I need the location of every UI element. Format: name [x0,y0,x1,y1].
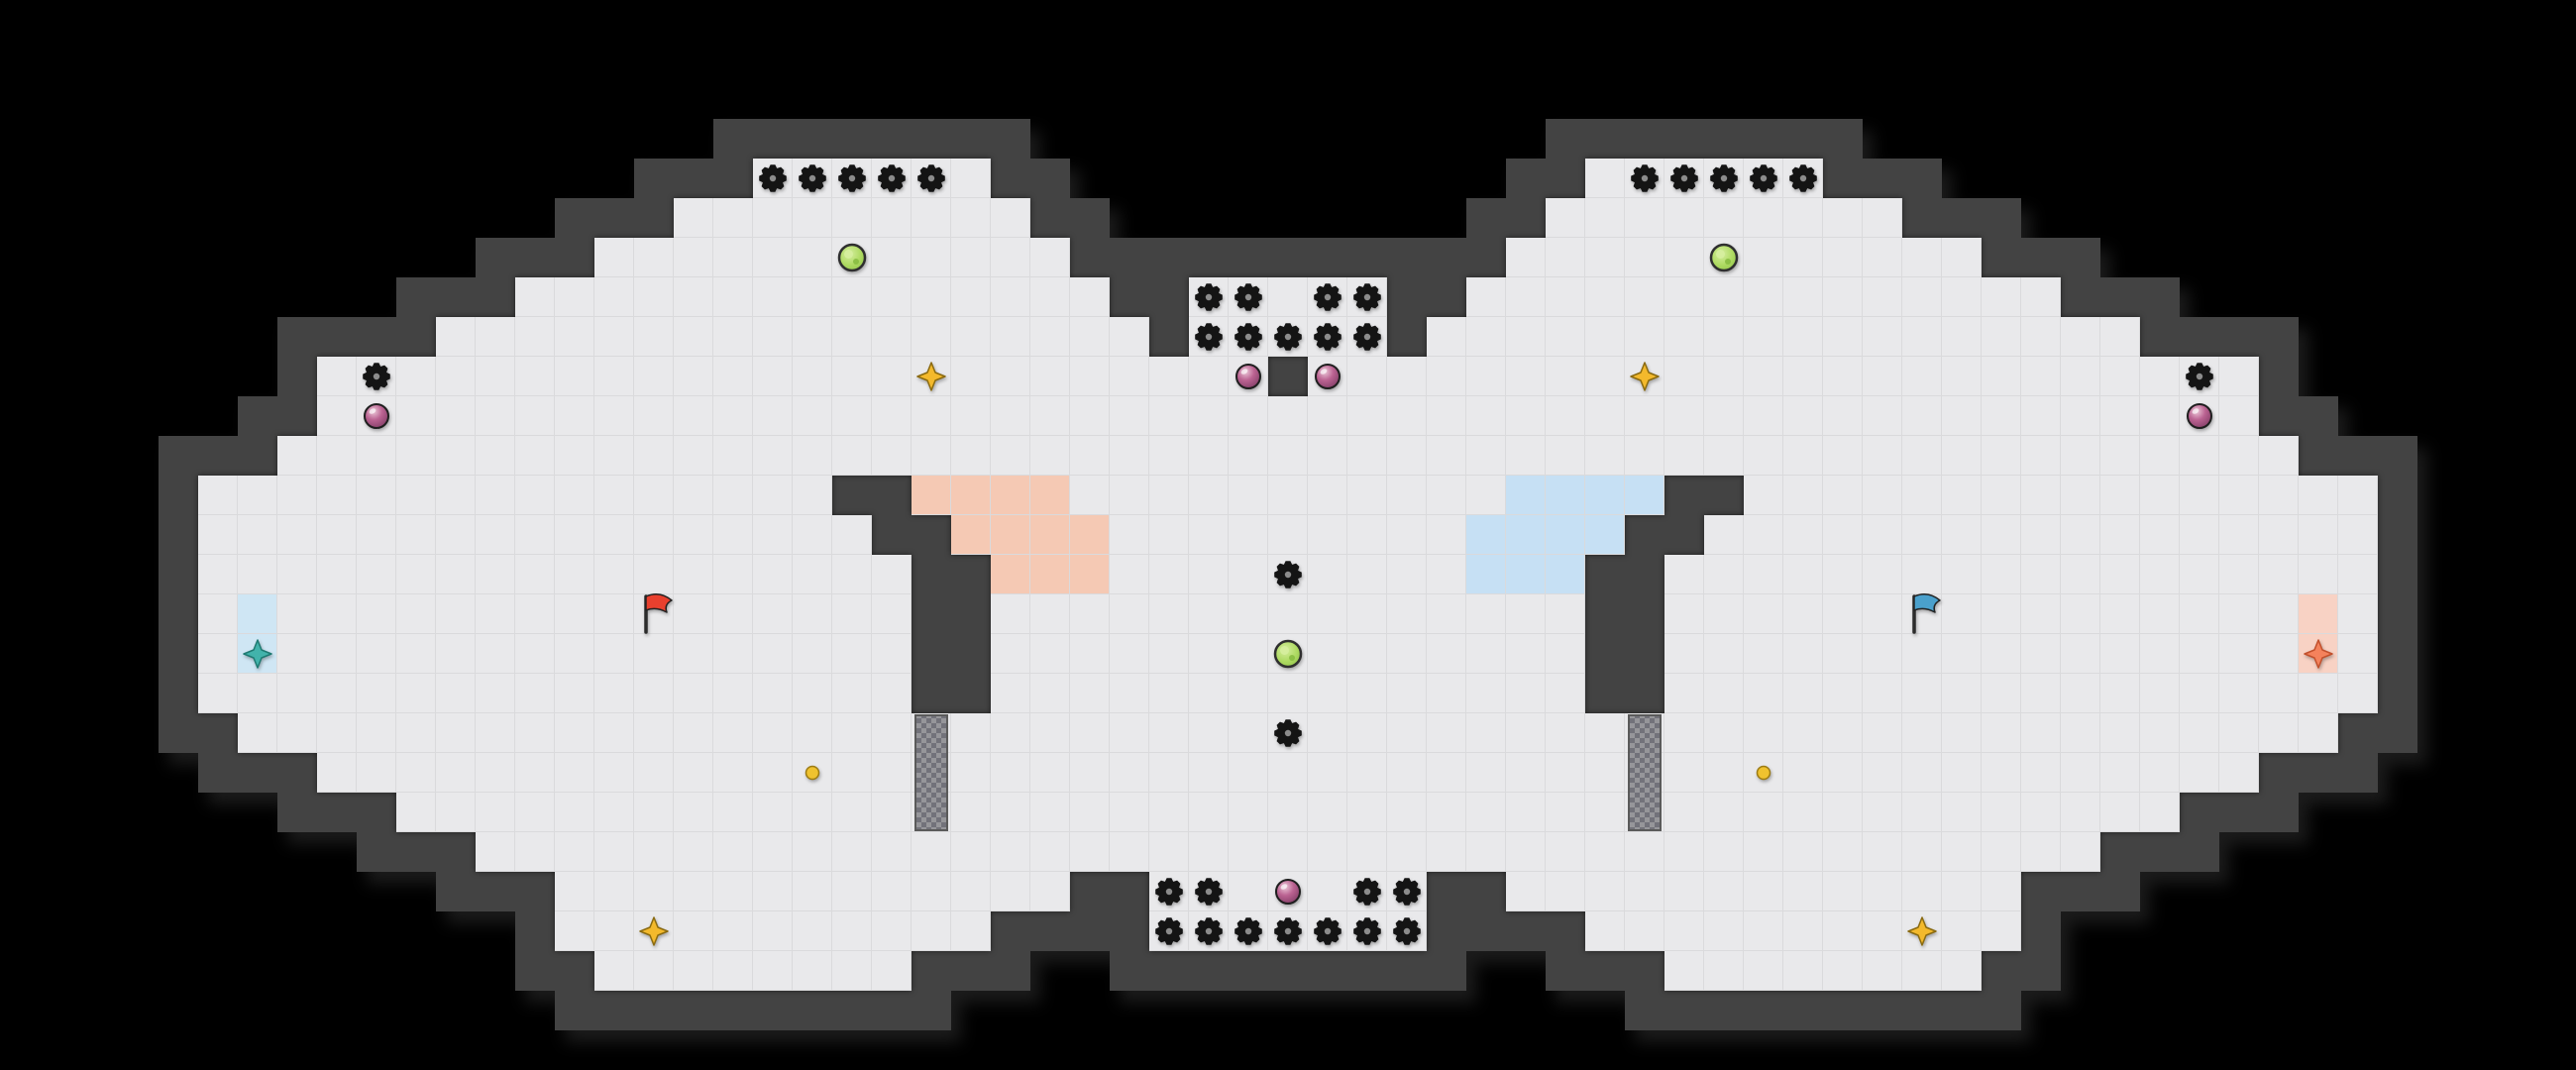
spike-gear-icon [759,164,787,192]
blue-flag-icon [1912,593,1941,634]
spike-gear-icon [1789,164,1817,192]
spike-gear-icon [917,164,945,192]
spike-gear-icon [1314,323,1342,351]
purple-orb-icon [1235,364,1261,389]
teal-boost-icon [243,639,272,669]
spike-gear-icon [1155,917,1183,945]
spike-gear-icon [1353,283,1381,311]
yellow-dot-pickup [1756,765,1771,781]
spike-gear-icon [1393,917,1421,945]
yellow-boost-icon [1630,362,1660,391]
spike-gear-icon [1274,561,1302,588]
spike-gear-icon [1353,323,1381,351]
spike-gear-icon [1750,164,1777,192]
orange-boost-icon [2304,639,2333,669]
spike-gear-icon [878,164,906,192]
spike-gear-icon [1314,283,1342,311]
spike-gear-icon [1393,878,1421,906]
spike-gear-icon [1234,323,1262,351]
spike-gear-icon [1155,878,1183,906]
purple-orb-icon [364,403,389,429]
gates [914,714,1662,831]
gate-tile [914,714,948,831]
spike-gear-icon [1631,164,1659,192]
green-powerup-icon [1273,639,1303,669]
purple-orb-icon [2187,403,2212,429]
spike-gear-icon [1670,164,1698,192]
spike-gear-icon [363,363,390,390]
gate-tile [1628,714,1662,831]
spike-gear-icon [799,164,826,192]
yellow-boost-icon [1907,916,1937,946]
yellow-dot-pickup [805,765,820,781]
spike-gear-icon [1195,283,1223,311]
spike-gear-icon [1274,917,1302,945]
green-powerup-icon [837,243,867,272]
map-objects [243,164,2333,946]
spike-gear-icon [1314,917,1342,945]
purple-orb-icon [1275,879,1301,905]
purple-orb-icon [1315,364,1341,389]
spike-gear-icon [1353,917,1381,945]
spike-gear-icon [1353,878,1381,906]
spike-gear-icon [1234,283,1262,311]
red-flag-icon [644,593,673,634]
spike-gear-icon [1274,323,1302,351]
spike-gear-icon [1274,719,1302,747]
spike-gear-icon [1710,164,1738,192]
spike-gear-icon [1195,323,1223,351]
spike-gear-icon [2186,363,2213,390]
yellow-boost-icon [639,916,669,946]
spike-gear-icon [1195,878,1223,906]
green-powerup-icon [1709,243,1739,272]
spike-gear-icon [1234,917,1262,945]
spike-gear-icon [838,164,866,192]
yellow-boost-icon [916,362,946,391]
spike-gear-icon [1195,917,1223,945]
